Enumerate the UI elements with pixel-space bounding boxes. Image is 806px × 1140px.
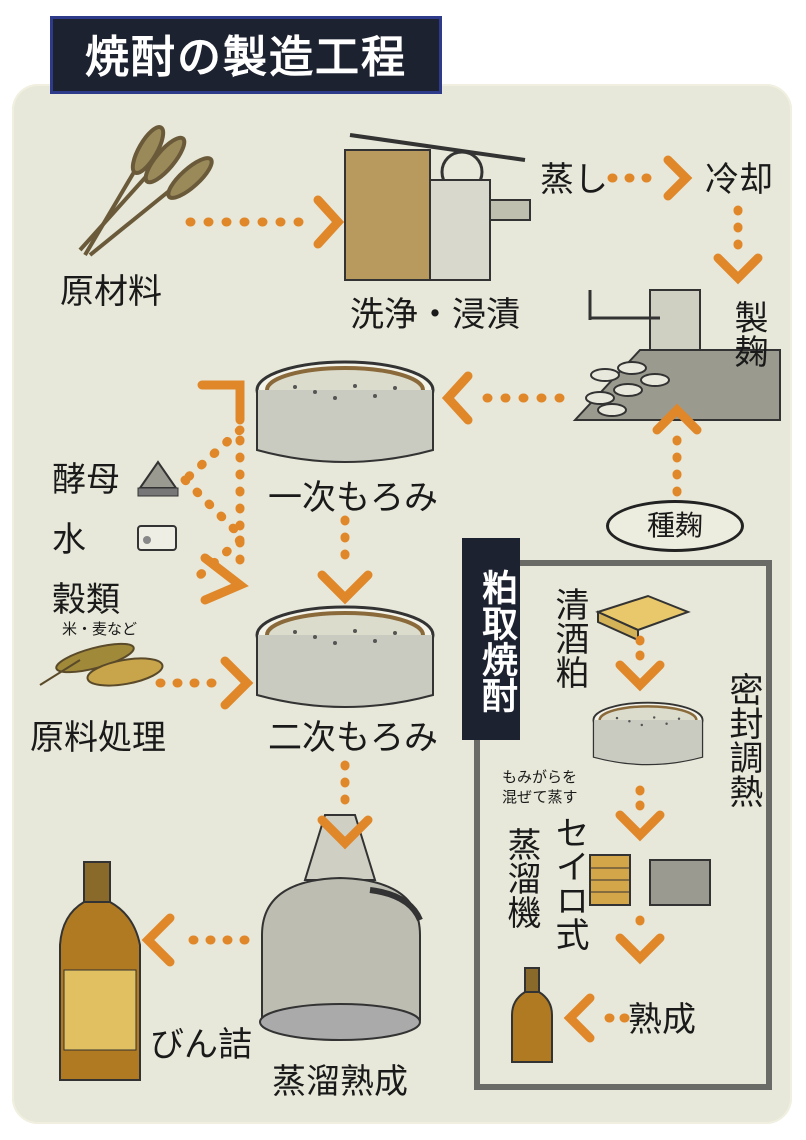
distillation-still-icon	[259, 814, 423, 1041]
label-koji-making-text: 製麹	[728, 300, 768, 368]
label-first-moromi: 一次もろみ	[268, 478, 438, 518]
wheat-icon	[78, 125, 214, 257]
label-distill-age: 蒸溜熟成	[272, 1062, 408, 1102]
seed-koji-oval: 種麹	[606, 500, 744, 552]
shochu-bottle-icon	[59, 861, 141, 1081]
label-mix-note-line1: もみがらを	[502, 768, 578, 786]
label-grains-note: 米・麦など	[62, 620, 138, 638]
page-title: 焼酎の製造工程	[85, 32, 407, 83]
washing-machine-icon	[344, 133, 531, 281]
kasutori-box	[474, 560, 772, 1090]
label-seiro-type: セイロ式	[549, 815, 589, 951]
label-still: 蒸溜機	[501, 827, 541, 929]
label-second-moromi: 二次もろみ	[268, 718, 438, 758]
kasutori-tag: 粕取焼酎	[462, 538, 520, 740]
label-water: 水	[52, 520, 86, 560]
label-sake-lees: 清酒粕	[549, 587, 589, 689]
label-bottling: びん詰	[150, 1025, 252, 1065]
yeast-icon	[137, 460, 179, 497]
first-moromi-tub-icon	[255, 360, 435, 464]
small-bottle-icon	[511, 967, 553, 1063]
label-raw-processing: 原料処理	[30, 718, 166, 758]
label-grains: 穀類	[52, 580, 120, 620]
grains-icon	[39, 642, 164, 687]
second-moromi-tub-icon	[255, 605, 435, 709]
label-maturation: 熟成	[628, 1000, 696, 1040]
label-seal-ferment: 密封調熱	[723, 672, 763, 808]
label-koji-making: 製麹	[728, 300, 768, 376]
label-wash-soak: 洗浄・浸漬	[350, 295, 520, 335]
label-seed-koji: 種麹	[646, 509, 703, 542]
seiro-still-icon	[589, 854, 711, 906]
label-raw-material: 原材料	[60, 272, 162, 312]
flow-arrows	[141, 155, 763, 1043]
label-mix-note-line2: 混ぜて蒸す	[502, 788, 578, 806]
koji-room-icon	[572, 289, 781, 421]
label-steam: 蒸し	[540, 160, 608, 200]
kasutori-tag-text: 粕取焼酎	[476, 569, 518, 713]
label-yeast: 酵母	[52, 460, 120, 500]
label-cool: 冷却	[705, 160, 773, 200]
water-icon	[137, 525, 177, 551]
title-banner: 焼酎の製造工程	[50, 16, 442, 94]
